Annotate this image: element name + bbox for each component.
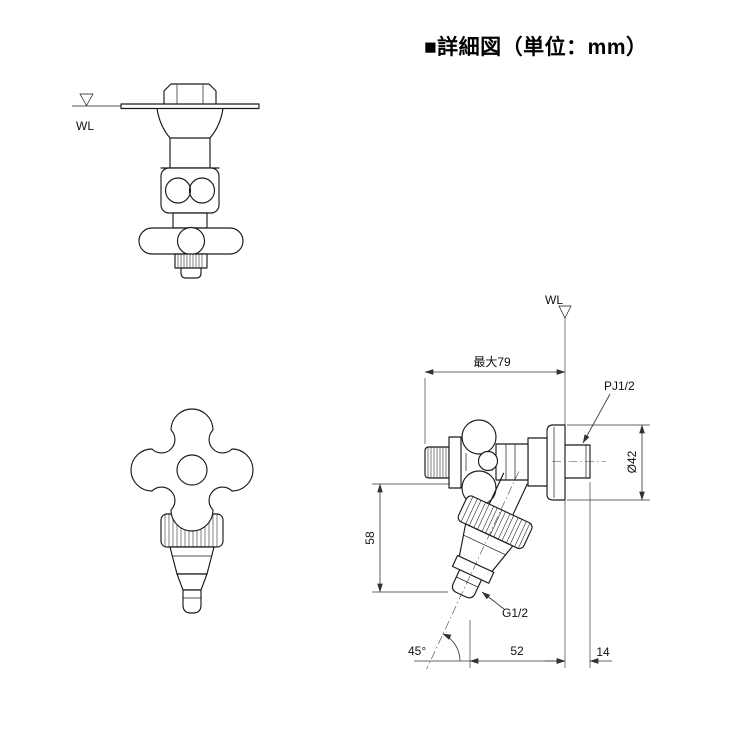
- dim-flange-dia-label: Ø42: [625, 450, 639, 473]
- coupling-body: [169, 546, 215, 575]
- body-shoulder: [156, 107, 224, 139]
- dim-spout-angle-label: 45°: [408, 644, 426, 658]
- side-view-drawing: WL: [424, 293, 606, 670]
- hex-facets: [176, 85, 204, 104]
- angle-arc: [442, 633, 461, 662]
- handle-lobe-top: [461, 419, 497, 455]
- wall-flange: [546, 424, 566, 501]
- dim-wall-to-tip-label: 52: [510, 644, 524, 658]
- knurl-serrations: [460, 496, 531, 549]
- wl-triangle-icon: [79, 93, 94, 107]
- ext-lines-flange-dia: [567, 424, 650, 501]
- outlet-port-right: [188, 177, 216, 204]
- leader-inlet-thread: [582, 393, 611, 444]
- coupling-tip: [180, 267, 202, 279]
- spout-axis-centerline: [426, 471, 520, 670]
- coupling-taper: [176, 573, 208, 591]
- ext-lines-drop-height: [372, 483, 450, 593]
- locknut: [527, 437, 548, 487]
- coupling-groove: [463, 534, 506, 555]
- front-view-drawing: [130, 408, 254, 614]
- faucet-body: [495, 443, 529, 481]
- handle-screw: [477, 450, 499, 472]
- top-view-drawing: WL: [72, 83, 260, 279]
- coupling-tip: [182, 589, 202, 614]
- handle-hub: [176, 226, 206, 256]
- dim-outlet-thread-label: G1/2: [502, 606, 528, 620]
- knurl-serrations: [177, 254, 203, 268]
- body-joints: [505, 444, 516, 480]
- hex-union-cap: [163, 83, 217, 105]
- body-neck: [160, 137, 220, 169]
- dim-inlet-thread-label: PJ1/2: [604, 379, 635, 393]
- dim-pipe-protrusion-label: 14: [596, 645, 610, 659]
- handle-center-screw: [176, 454, 208, 486]
- drawing-title: ■詳細図（単位：mm）: [424, 36, 648, 59]
- dimensions: 最大79 PJ1/2 Ø42 58 G1/2 45° 52: [363, 355, 650, 668]
- spout-assembly: [426, 471, 533, 670]
- flange-edge: [120, 103, 260, 110]
- handle-disc: [448, 436, 462, 489]
- bonnet: [172, 212, 208, 229]
- wl-label: WL: [76, 119, 94, 133]
- dim-max-width-label: 最大79: [473, 355, 511, 369]
- stem-serrations: [427, 447, 447, 478]
- coupling-tip: [451, 569, 483, 599]
- spout-neck: [488, 472, 528, 516]
- wl-triangle-icon: [558, 305, 572, 319]
- leader-outlet-thread: [481, 591, 505, 610]
- wl-label: WL: [545, 293, 563, 307]
- outlet-port-left: [164, 177, 192, 204]
- dim-drop-height-label: 58: [363, 531, 377, 545]
